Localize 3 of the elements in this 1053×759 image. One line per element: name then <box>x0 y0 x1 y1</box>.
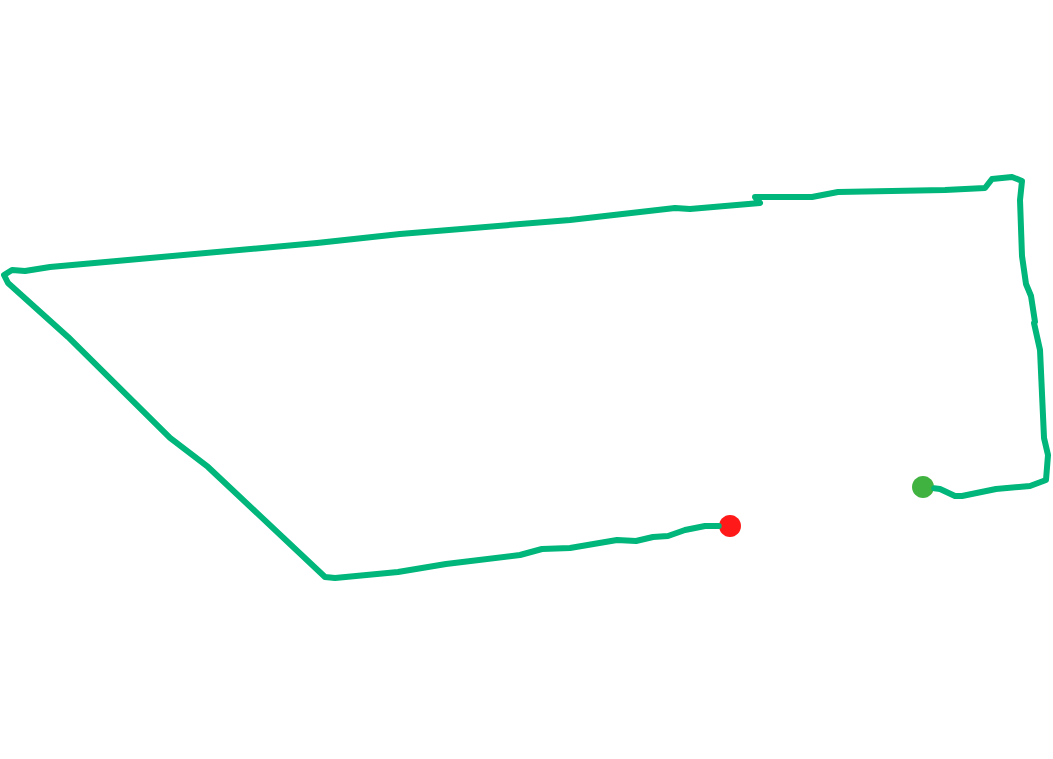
route-marker <box>719 515 741 537</box>
route-line <box>1 174 1051 581</box>
route-marker <box>912 476 934 498</box>
